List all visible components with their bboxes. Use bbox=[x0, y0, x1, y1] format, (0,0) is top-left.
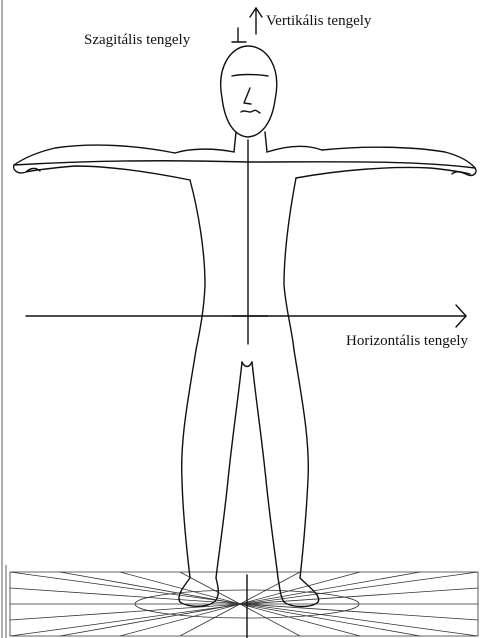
nose bbox=[244, 88, 251, 104]
human-figure bbox=[14, 46, 476, 607]
vertical-axis bbox=[248, 8, 262, 344]
hand-left bbox=[14, 165, 40, 173]
sagittal-axis bbox=[232, 28, 246, 42]
arm-right-bottom bbox=[296, 167, 470, 178]
brow-line bbox=[232, 75, 268, 77]
leg-left-outer bbox=[182, 350, 196, 578]
mouth bbox=[241, 110, 260, 113]
label-horizontal-axis: Horizontális tengely bbox=[346, 333, 469, 349]
arm-right-top bbox=[322, 147, 475, 168]
torso-right bbox=[284, 178, 296, 350]
leg-right-inner bbox=[252, 362, 278, 578]
torso-left bbox=[190, 180, 205, 350]
neck-right bbox=[265, 132, 267, 152]
hand-right bbox=[452, 168, 476, 175]
floor-grid bbox=[10, 572, 478, 638]
shoulder-left bbox=[175, 149, 234, 153]
neck-left bbox=[234, 132, 236, 152]
crotch bbox=[242, 362, 252, 367]
leg-left-inner bbox=[216, 362, 242, 578]
arm-left-bottom bbox=[26, 166, 190, 180]
shoulder-right bbox=[267, 146, 322, 152]
label-sagittal-axis: Szagitális tengely bbox=[84, 32, 191, 48]
leg-right-outer bbox=[294, 350, 308, 578]
label-vertical-axis: Vertikális tengely bbox=[266, 13, 372, 29]
horizontal-axis bbox=[26, 305, 466, 327]
page-frame bbox=[2, 0, 6, 638]
